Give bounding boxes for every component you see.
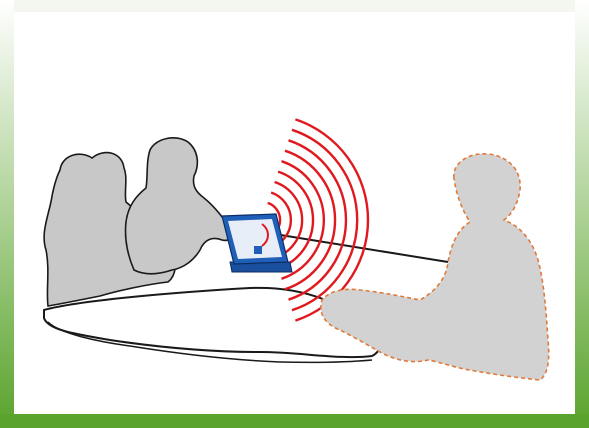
telepresence-scene [0,0,589,428]
diagram-frame [0,0,589,428]
